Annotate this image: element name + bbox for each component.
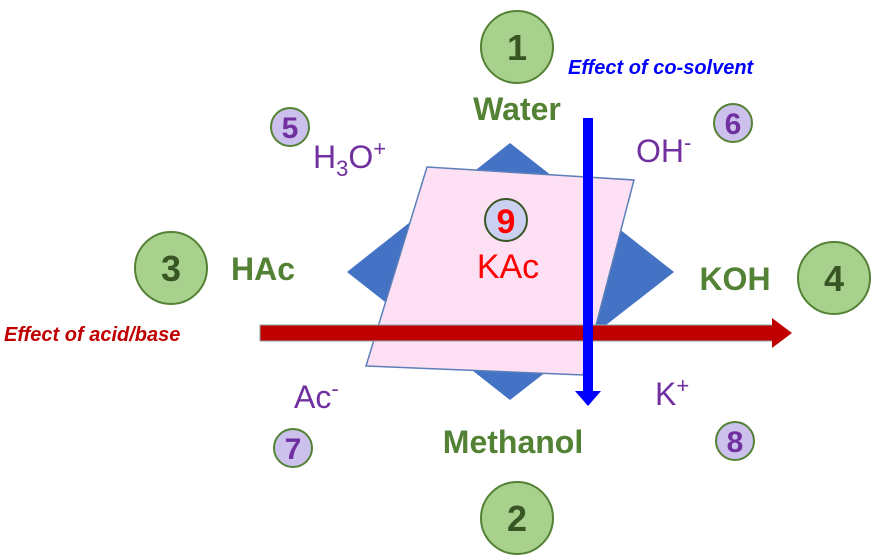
- label-hac: HAc: [231, 251, 295, 287]
- caption-acid-base: Effect of acid/base: [4, 324, 180, 346]
- label-k: K+: [655, 373, 689, 412]
- label-methanol: Methanol: [443, 424, 583, 460]
- svg-text:4: 4: [824, 258, 844, 299]
- label-koh: KOH: [699, 261, 770, 297]
- node-2: 2: [480, 481, 554, 555]
- svg-text:8: 8: [727, 426, 744, 459]
- svg-text:5: 5: [282, 112, 299, 145]
- svg-text:3: 3: [161, 248, 181, 289]
- svg-text:7: 7: [285, 433, 302, 466]
- svg-text:9: 9: [497, 203, 516, 241]
- label-water: Water: [473, 91, 561, 127]
- node-1: 1: [480, 10, 554, 84]
- node-3: 3: [134, 231, 208, 305]
- caption-co-solvent: Effect of co-solvent: [568, 57, 755, 79]
- label-h3o: H3O+: [313, 136, 386, 181]
- acid-base-arrow: [259, 318, 792, 348]
- svg-text:2: 2: [507, 498, 527, 539]
- node-9: 9: [484, 198, 528, 242]
- node-5: 5: [270, 107, 310, 147]
- node-7: 7: [273, 428, 313, 468]
- label-kac: KAc: [477, 248, 539, 286]
- node-4: 4: [797, 241, 871, 315]
- node-6: 6: [713, 103, 753, 143]
- co-solvent-arrow: [575, 118, 601, 406]
- label-ac: Ac-: [294, 376, 339, 415]
- svg-text:1: 1: [507, 27, 527, 68]
- label-oh: OH-: [636, 130, 691, 169]
- svg-text:6: 6: [725, 108, 742, 141]
- node-8: 8: [715, 421, 755, 461]
